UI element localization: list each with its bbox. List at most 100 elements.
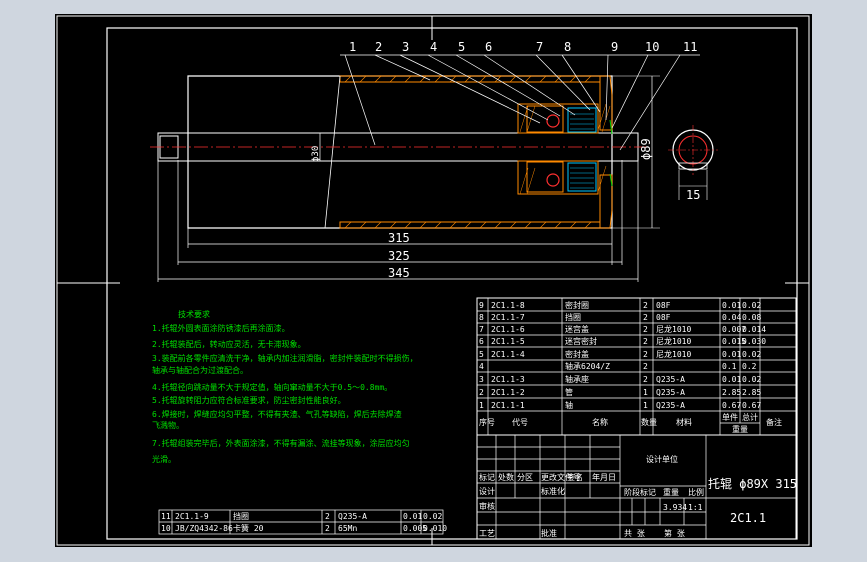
bom-row-9-unit: 0.01 [722,301,741,310]
bom-row-5-no: 5 [479,350,484,359]
bom-row-3-unit: 0.01 [722,375,741,384]
part-number-7: 7 [536,40,543,54]
bom-row-11-no: 11 [161,512,171,521]
bom-row-9-mat: 08F [656,301,671,310]
bom-lower-rows: 11 2C1.1-9 挡圈 2 Q235-A 0.01 0.02 10 JB/Z… [161,511,447,533]
bom-row-6-code: 2C1.1-5 [491,337,525,346]
bom-row-9-name: 密封圈 [565,300,589,310]
tech-note-6: 6.焊接时，焊缝应均匀平整，不得有夹渣、气孔等缺陷，焊后去除焊渣 [152,409,402,419]
bom-row-7-code: 2C1.1-6 [491,325,525,334]
part-number-4: 4 [430,40,437,54]
tb-weight: 3.934 [663,503,687,512]
tb-drawing-no: 2C1.1 [730,511,766,525]
bom-row-2-mat: Q235-A [656,388,685,397]
title-block [476,434,797,540]
bom-row-6-no: 6 [479,337,484,346]
bom-row-10-code: JB/ZQ4342-86 [175,524,233,533]
bom-row-5-unit: 0.01 [722,350,741,359]
bom-row-5-code: 2C1.1-4 [491,350,525,359]
roller-section-view: 1 2 3 4 5 6 7 8 9 10 11 ϕ30 ϕ89 [150,40,700,282]
part-number-6: 6 [485,40,492,54]
part-number-2: 2 [375,40,382,54]
part-number-labels: 1 2 3 4 5 6 7 8 9 10 11 [349,40,697,54]
part-number-10: 10 [645,40,659,54]
bom-row-6-mat: 尼龙1010 [656,336,691,346]
bom-header-unit: 单件 [722,412,738,422]
viewport-background [55,14,812,547]
part-number-9: 9 [611,40,618,54]
bom-row-11-qty: 2 [325,512,330,521]
bom-row-2-unit: 2.85 [722,388,741,397]
tech-note-5: 5.托辊旋转阻力应符合标准要求，防尘密封性能良好。 [152,395,346,405]
tech-note-3: 3.装配前各零件应清洗干净，轴承内加注润滑脂，密封件装配时不得损伤， [152,353,418,363]
tb-label-approve: 批准 [541,528,557,538]
tb-scale: 1:1 [688,503,703,512]
bom-header-weight: 重量 [732,424,748,434]
bom-row-7-total: 0.014 [742,325,766,334]
bom-row-3-no: 3 [479,375,484,384]
tb-part-name: 托辊 ϕ89X 315 [708,477,797,491]
tb-label-sign: 签名 [567,472,583,482]
bom-row-11-unit: 0.01 [403,512,422,521]
tech-note-2: 2.托辊装配后，转动应灵活，无卡滞现象。 [152,339,306,349]
bom-row-2-name: 管 [565,387,573,397]
tech-title: 技术要求 [178,309,210,319]
bom-row-3-name: 轴承座 [565,374,589,384]
bom-row-10-unit: 0.005 [403,524,427,533]
technical-requirements: 技术要求 1.托辊外圆表面涂防锈漆后再涂面漆。 2.托辊装配后，转动应灵活，无卡… [152,309,418,464]
bom-header-name: 名称 [592,417,608,427]
bom-row-8-name: 挡圈 [565,312,581,322]
bom-row-1-mat: Q235-A [656,401,685,410]
tb-label-design: 设计 [479,486,495,496]
bom-row-7-no: 7 [479,325,484,334]
bom-row-8-mat: 08F [656,313,671,322]
bom-rows: 9 2C1.1-8 密封圈 2 08F 0.01 0.02 8 2C1.1-7 … [479,300,782,434]
dim-d89-text: ϕ89 [639,138,653,160]
bom-row-7-unit: 0.007 [722,325,746,334]
tb-label-change: 更改文件号 [541,472,581,482]
part-number-8: 8 [564,40,571,54]
bom-row-2-qty: 1 [643,388,648,397]
bom-row-5-mat: 尼龙1010 [656,349,691,359]
bom-table [476,297,797,436]
tech-note-4: 4.托辊径向跳动量不大于规定值，轴向窜动量不大于0.5～0.8mm。 [152,382,392,392]
bom-row-5-name: 密封盖 [565,349,589,359]
bom-row-11-name: 挡圈 [233,511,249,521]
tb-unit-stamp: 设计单位 [646,454,678,464]
bom-row-10-no: 10 [161,524,171,533]
bom-row-4-unit: 0.1 [722,362,737,371]
dim-d30-text: ϕ30 [311,146,321,162]
bom-row-1-no: 1 [479,401,484,410]
title-block-text: 设计单位 托辊 ϕ89X 315 2C1.1 3.934 1:1 标记 处数 分… [479,454,797,538]
end-cap [599,75,613,131]
bom-row-3-mat: Q235-A [656,375,685,384]
bom-row-8-qty: 2 [643,313,648,322]
tb-label-zone: 分区 [517,473,533,482]
bom-row-6-unit: 0.015 [722,337,746,346]
part-number-11: 11 [683,40,697,54]
shaft-end-view: 15 [668,125,718,202]
bom-row-1-name: 轴 [565,400,573,410]
tech-note-7b: 光滑。 [152,454,176,464]
bom-row-1-qty: 1 [643,401,648,410]
bom-row-1-unit: 0.67 [722,401,741,410]
bom-row-6-name: 迷宫密封 [565,336,597,346]
tech-note-1: 1.托辊外圆表面涂防锈漆后再涂面漆。 [152,323,290,333]
bom-row-1-code: 2C1.1-1 [491,401,525,410]
bom-row-6-total: 0.030 [742,337,766,346]
bom-header-total: 总计 [742,412,758,422]
bom-row-5-total: 0.02 [742,350,761,359]
bom-row-6-qty: 2 [643,337,648,346]
outer-frame [56,15,810,546]
bom-row-3-code: 2C1.1-3 [491,375,525,384]
dim-15-text: 15 [686,188,700,202]
dim-lengths [157,160,639,282]
bom-row-4-name: 轴承6204/Z [565,361,610,371]
dim-roller-diameter: ϕ89 [612,75,660,229]
bom-row-8-unit: 0.04 [722,313,741,322]
tb-label-count: 处数 [498,472,514,482]
tb-label-standard: 标准化 [541,486,565,496]
dim-325-text: 325 [388,249,410,263]
bearing-housing-bottom [517,160,599,195]
